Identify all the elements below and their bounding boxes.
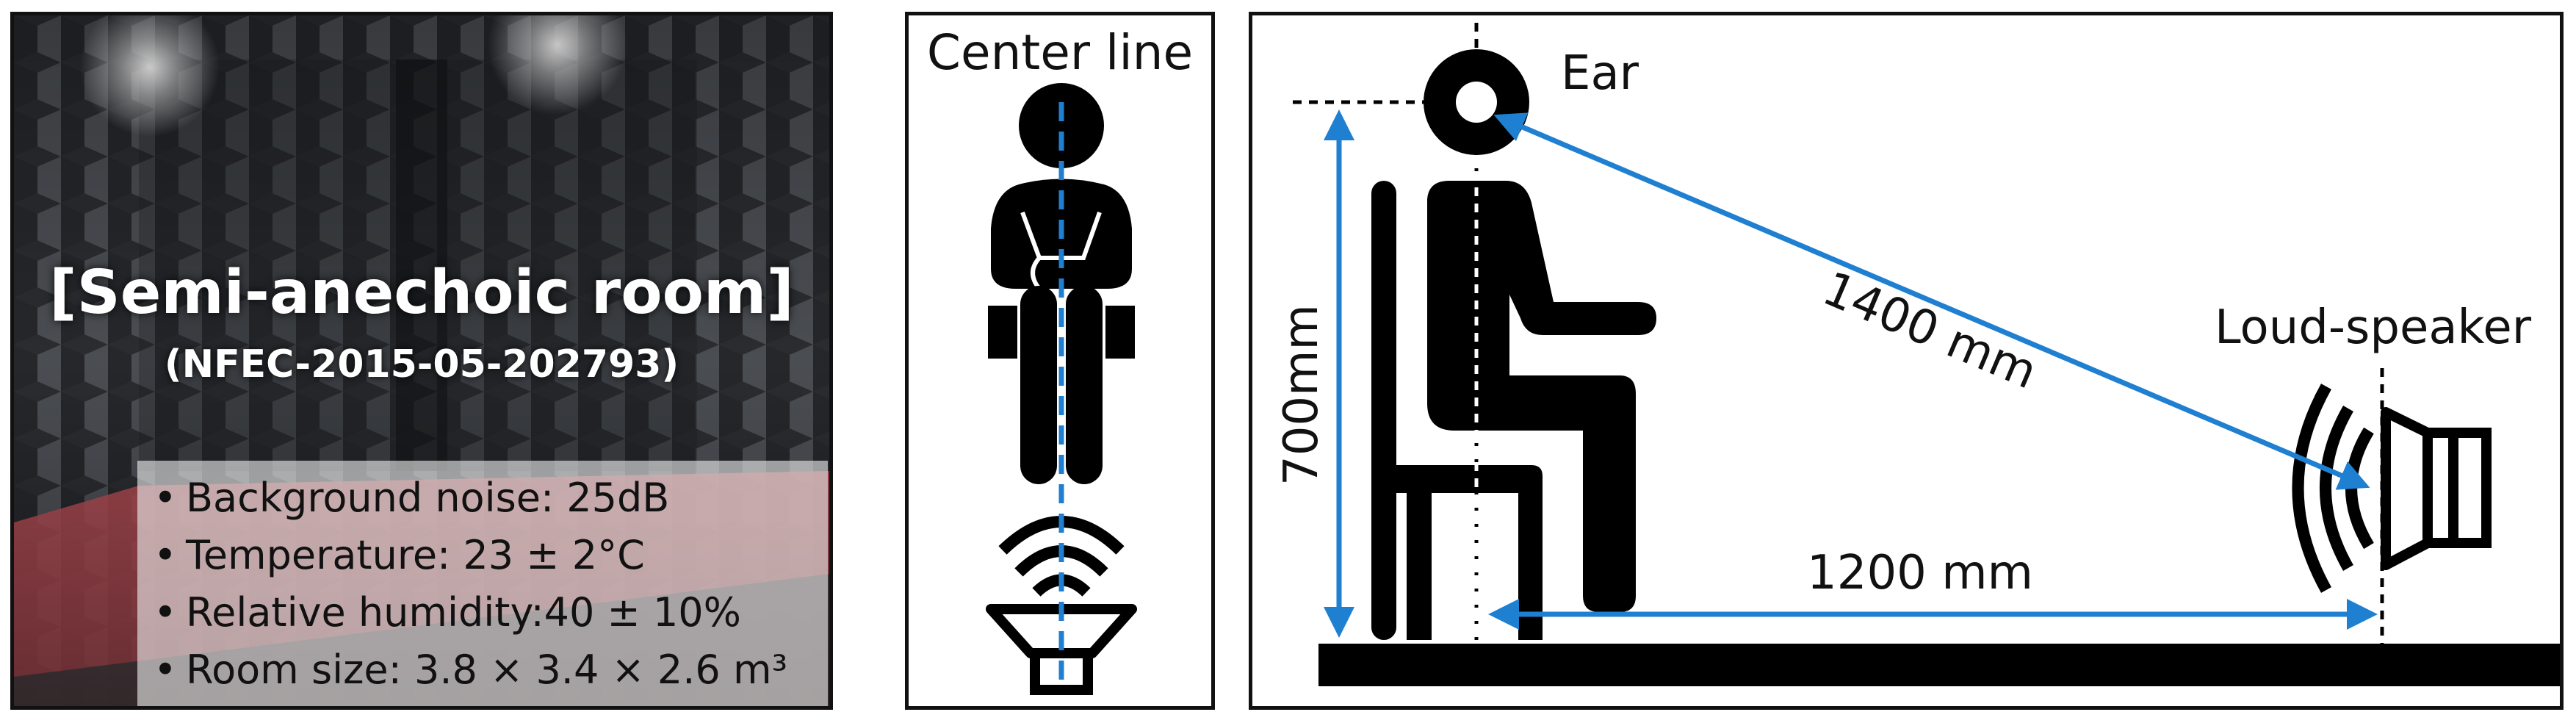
seat-right-icon bbox=[1105, 306, 1135, 359]
person-head-icon bbox=[1019, 83, 1104, 168]
spec-room-size: •Room size: 3.8 × 3.4 × 2.6 m³ bbox=[154, 641, 828, 699]
front-view-panel: Center line bbox=[905, 12, 1215, 710]
speaker-magnet-icon bbox=[1030, 648, 1093, 695]
center-line-label: Center line bbox=[926, 24, 1194, 81]
seat-left-icon bbox=[988, 306, 1017, 359]
speaker-wave-inner-icon bbox=[2345, 427, 2374, 550]
room-certificate-id: (NFEC-2015-05-202793) bbox=[164, 342, 679, 386]
bullet-icon: • bbox=[154, 647, 177, 693]
ear-marker-icon bbox=[1456, 82, 1497, 123]
speaker-magnet-side-icon bbox=[2448, 428, 2492, 548]
ear-label: Ear bbox=[1561, 46, 1639, 101]
speaker-wave-middle-icon bbox=[2320, 406, 2353, 571]
horizontal-distance-label: 1200 mm bbox=[1807, 546, 2033, 600]
loud-speaker-label: Loud-speaker bbox=[2215, 301, 2531, 355]
bullet-icon: • bbox=[154, 475, 177, 521]
bullet-icon: • bbox=[154, 532, 177, 578]
chair-front-leg-icon bbox=[1407, 493, 1432, 640]
spec-temperature: •Temperature: 23 ± 2°C bbox=[154, 527, 828, 584]
room-title: [Semi-anechoic room] bbox=[49, 258, 794, 328]
chair-back-icon bbox=[1371, 181, 1396, 640]
side-view-figure bbox=[1293, 23, 2560, 686]
anechoic-room-photo: [Semi-anechoic room] (NFEC-2015-05-20279… bbox=[10, 12, 833, 710]
speaker-cone-edges-icon bbox=[2428, 428, 2453, 548]
person-left-leg-icon bbox=[1020, 286, 1057, 484]
diagonal-arrow bbox=[1493, 112, 2370, 490]
room-specs-list: •Background noise: 25dB •Temperature: 23… bbox=[137, 461, 828, 699]
person-right-leg-icon bbox=[1066, 286, 1103, 484]
side-view-panel: Ear Loud-speaker 1400 mm 1200 mm 700mm bbox=[1249, 12, 2564, 710]
height-label: 700mm bbox=[1274, 304, 1329, 486]
spec-background-noise: •Background noise: 25dB bbox=[154, 470, 828, 527]
bullet-icon: • bbox=[154, 589, 177, 636]
floor-bar bbox=[1318, 644, 2560, 686]
speaker-cone-side-icon bbox=[2381, 407, 2433, 570]
room-specs-box: •Background noise: 25dB •Temperature: 23… bbox=[137, 461, 828, 706]
front-view-figure bbox=[986, 83, 1137, 695]
spec-relative-humidity: •Relative humidity:40 ± 10% bbox=[154, 584, 828, 641]
